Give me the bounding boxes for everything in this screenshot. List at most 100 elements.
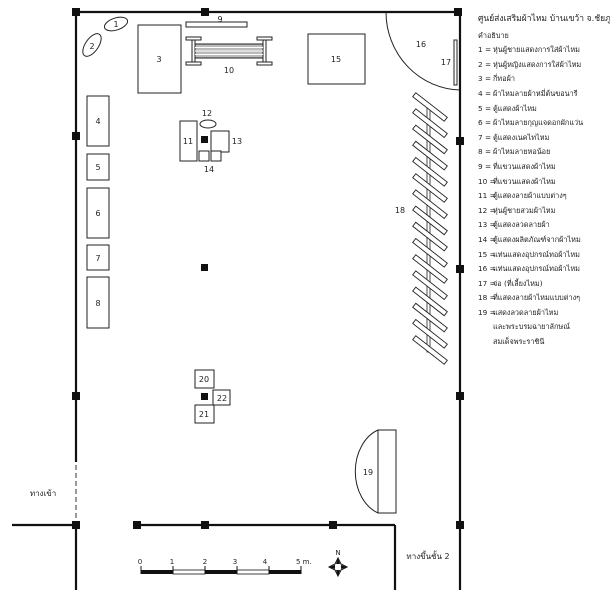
item-5-cabinet: [86, 153, 110, 181]
legend-text: ตู้แสดงลายผ้าแบบต่างๆ: [493, 191, 567, 201]
legend-item: 14 =ตู้แสดงผลิตภัณฑ์จากผ้าไหม: [478, 233, 610, 248]
label-13: 13: [232, 137, 242, 146]
scale-tick: 5 m.: [296, 558, 312, 566]
legend-text: ตู้แสดงผลิตภัณฑ์จากผ้าไหม: [493, 234, 581, 244]
legend-items: 1 =หุ่นผู้ชายแสดงการใส่ผ้าไหม 2 =หุ่นผู้ห…: [478, 43, 610, 349]
legend-item: 2 =หุ่นผู้หญิงแสดงการใส่ผ้าไหม: [478, 58, 610, 73]
legend-item: 16 =แท่นแสดงอุปกรณ์ทอผ้าไหม: [478, 262, 610, 277]
legend-number: 8 =: [478, 147, 492, 157]
legend-text: จ่อ (ที่เลี้ยงไหม): [493, 278, 543, 288]
legend-text: ตู้แสดงผ้าไหม: [493, 103, 537, 113]
legend-text: แท่นแสดงอุปกรณ์ทอผ้าไหม: [493, 264, 580, 274]
legend-number: 1 =: [478, 45, 492, 55]
rack-slat: [412, 221, 448, 252]
legend-text: ตู้แสดงลวดลายผ้า: [493, 220, 550, 230]
rack-slat: [412, 205, 448, 236]
item-6-silk-display: [86, 187, 110, 239]
legend-item: 4 =ผ้าไหมลายผ้าหมี่ต้นขอนารี: [478, 87, 610, 102]
legend-item: 9 =ที่แขวนแสดงผ้าไหม: [478, 160, 610, 175]
legend-text: แท่นแสดงอุปกรณ์ทอผ้าไหม: [493, 249, 580, 259]
legend-number: 18 =: [478, 293, 496, 303]
legend-text-continued: และพระบรมฉายาลักษณ์: [493, 322, 571, 332]
legend-number: 10 =: [478, 176, 496, 186]
rack-slat: [412, 156, 448, 187]
label-14: 14: [204, 165, 214, 174]
legend-item: 17 =จ่อ (ที่เลี้ยงไหม): [478, 277, 610, 292]
label-3: 3: [156, 55, 161, 64]
legend-number: 9 =: [478, 161, 492, 171]
legend-number: 3 =: [478, 74, 492, 84]
item-7-necktie-cabinet: [86, 244, 110, 271]
item-21: [194, 404, 215, 424]
legend-text: ตู้แสดงเนคไทไหม: [493, 132, 550, 142]
item-20: [194, 369, 215, 389]
item-8-silk-display: [86, 276, 110, 329]
legend-number: 6 =: [478, 118, 492, 128]
item-labels: 1 2 3 4 5 6 7 8 9 10 11 12 13 14 15 16 1…: [89, 15, 451, 477]
label-6: 6: [95, 209, 100, 218]
legend-number: 11 =: [478, 191, 496, 201]
legend-text: กี่ทอผ้า: [493, 74, 515, 84]
scale-bar: 0 1 2 3 4 5 m.: [138, 558, 312, 575]
legend-item: 18 =ที่แสดงลายผ้าไหมแบบต่างๆ: [478, 291, 610, 306]
rack-slat: [412, 237, 448, 268]
item-10-hanger-rack: [185, 36, 273, 66]
legend-number: 17 =: [478, 278, 496, 288]
legend-number: 19 =: [478, 307, 496, 317]
rack-slat: [412, 173, 448, 203]
rack-slat: [412, 302, 448, 333]
label-18: 18: [395, 206, 405, 215]
label-21: 21: [199, 410, 209, 419]
scale-tick: 1: [170, 558, 174, 566]
legend-item: 15 =แท่นแสดงอุปกรณ์ทอผ้าไหม: [478, 248, 610, 263]
scale-tick: 3: [233, 558, 237, 566]
rack-slat: [412, 92, 448, 122]
legend-text: ผ้าไหมลายผ้าหมี่ต้นขอนารี: [493, 88, 578, 98]
legend-text: ที่แขวนแสดงผ้าไหม: [493, 161, 556, 171]
label-20: 20: [199, 375, 209, 384]
legend-item: 3 =กี่ทอผ้า: [478, 72, 610, 87]
entrance-label: ทางเข้า: [30, 489, 56, 498]
legend-text: ที่แขวนแสดงผ้าไหม: [493, 176, 556, 186]
legend-item: 11 =ตู้แสดงลายผ้าแบบต่างๆ: [478, 189, 610, 204]
rack-slat: [412, 286, 448, 317]
legend-text: แสดงลวดลายผ้าไหม: [493, 307, 559, 317]
label-5: 5: [95, 163, 100, 172]
item-4-silk-display: [86, 95, 110, 147]
label-4: 4: [95, 117, 100, 126]
legend-number: 7 =: [478, 132, 492, 142]
item-17-silkworm-tray: [453, 39, 458, 86]
legend-text-continued: สมเด็จพระราชินี: [493, 337, 545, 347]
label-17: 17: [441, 58, 451, 67]
rack-slat: [412, 335, 448, 365]
label-2: 2: [89, 42, 94, 51]
legend-number: 2 =: [478, 59, 492, 69]
legend-item: 6 =ผ้าไหมลายกุญแจดอกผักแว่น: [478, 116, 610, 131]
legend-text: หุ่นผู้ชายแสดงการใส่ผ้าไหม: [493, 45, 580, 55]
label-1: 1: [113, 20, 118, 29]
label-22: 22: [217, 394, 227, 403]
label-11: 11: [183, 137, 193, 146]
legend-text: หุ่นผู้ชายสวมผ้าไหม: [493, 205, 556, 215]
label-12: 12: [202, 109, 212, 118]
legend-number: 16 =: [478, 264, 496, 274]
legend-text: ผ้าไหมลายกุญแจดอกผักแว่น: [493, 118, 584, 128]
item-15-platform: [307, 33, 366, 85]
legend-heading: คำอธิบาย: [478, 30, 509, 40]
columns: [72, 8, 464, 529]
label-9: 9: [217, 15, 222, 24]
legend-item: 13 =ตู้แสดงลวดลายผ้า: [478, 218, 610, 233]
map-title: ศูนย์ส่งเสริมผ้าไหม บ้านเขว้า จ.ชัยภูมิ: [478, 14, 610, 24]
legend-item: 7 =ตู้แสดงเนคไทไหม: [478, 131, 610, 146]
legend-number: 5 =: [478, 103, 492, 113]
item-14-cabinet-b: [210, 150, 222, 162]
legend-item: 10 =ที่แขวนแสดงผ้าไหม: [478, 175, 610, 190]
legend-number: 14 =: [478, 234, 496, 244]
rack-slat: [412, 108, 448, 139]
label-10: 10: [224, 66, 234, 75]
rack-slat: [412, 140, 448, 171]
label-19: 19: [363, 468, 373, 477]
item-1-male-mannequin: [103, 16, 129, 32]
walls: [12, 10, 462, 590]
item-9-hanger: [185, 21, 248, 28]
